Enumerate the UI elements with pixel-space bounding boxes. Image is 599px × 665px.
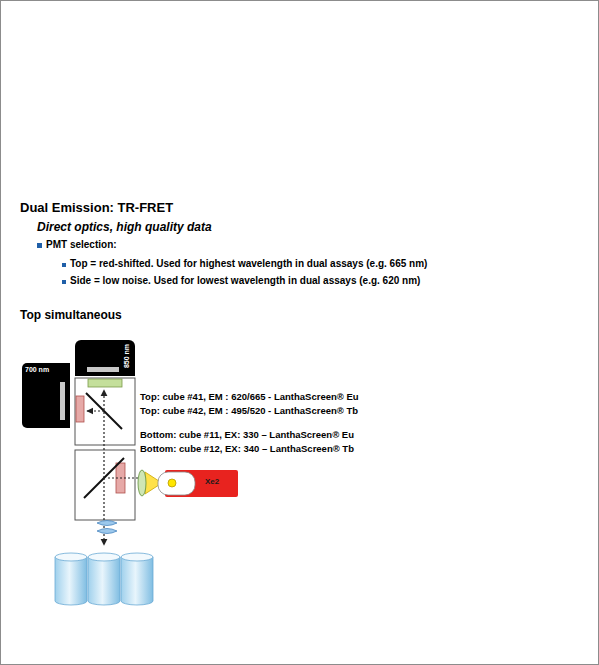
emission-filter: [88, 379, 122, 387]
bullet-text: Side = low noise. Used for lowest wavele…: [70, 275, 420, 287]
well: [121, 557, 153, 605]
bullet: [37, 243, 42, 248]
lens: [97, 521, 117, 526]
emission-filter: [76, 396, 84, 422]
bullet: [62, 280, 66, 284]
well-top: [121, 553, 153, 561]
emission-cube: [75, 378, 135, 445]
cube-label: Bottom: cube #12, EX: 340 – LanthaScreen…: [140, 444, 354, 455]
pmt-detector: 700 nm: [22, 363, 70, 428]
cube-label: Top: cube #41, EM : 620/665 - LanthaScre…: [140, 392, 359, 403]
bullet-text: Top = red-shifted. Used for highest wave…: [70, 258, 427, 270]
light-path: [106, 477, 138, 478]
section-heading: Top simultaneous: [20, 309, 122, 323]
detector-window: [60, 382, 65, 420]
lens: [97, 529, 117, 534]
light-path: [103, 390, 104, 478]
xenon-lamp: Xe2: [165, 470, 238, 497]
light-path: [103, 478, 104, 545]
well: [55, 557, 87, 605]
condenser-lens: [138, 470, 146, 496]
node-label: 850 nm: [123, 344, 131, 368]
microplate-wells: [55, 553, 153, 605]
subtitle: Direct optics, high quality data: [37, 221, 212, 235]
bulb: [158, 472, 195, 495]
node-label: 700 nm: [25, 366, 49, 374]
cube-label: Top: cube #42, EM : 495/520 - LanthaScre…: [140, 406, 358, 417]
bullet-text: PMT selection:: [46, 239, 117, 251]
node-label: Xe2: [205, 478, 219, 487]
well: [88, 557, 120, 605]
detector-window: [87, 367, 119, 372]
light-path: [87, 410, 104, 411]
dichroic-mirror: [86, 393, 122, 429]
well-top: [55, 553, 87, 561]
pmt-detector: 850 nm: [75, 340, 135, 376]
excitation-cube: [75, 450, 135, 520]
arc: [168, 479, 176, 487]
lamp-bulb: [135, 468, 205, 499]
bullet: [62, 263, 66, 267]
cube-label: Bottom: cube #11, EX: 330 – LanthaScreen…: [140, 430, 354, 441]
slide-title: Dual Emission: TR-FRET: [20, 201, 173, 216]
well-top: [88, 553, 120, 561]
